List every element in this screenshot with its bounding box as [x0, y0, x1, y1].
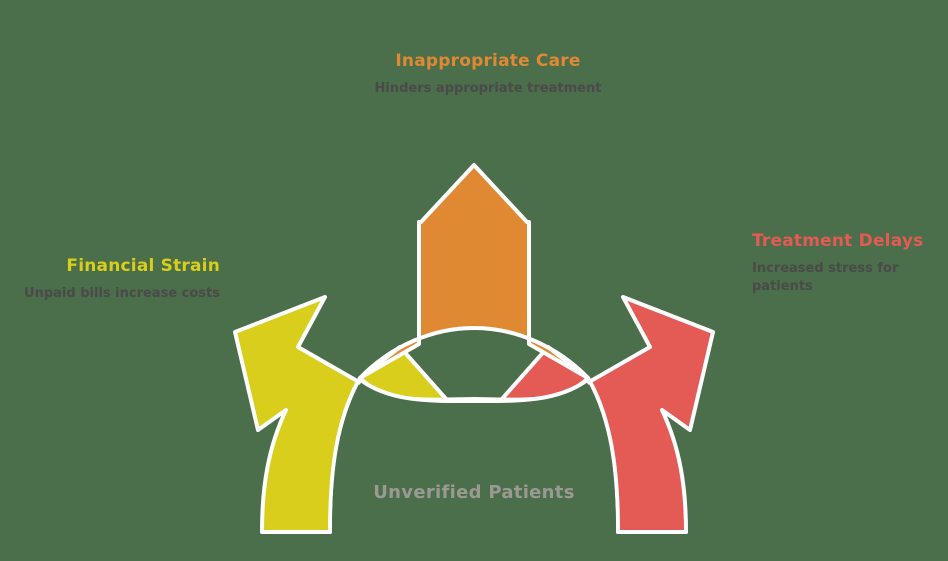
inappropriate-care-arrow-body — [358, 163, 590, 380]
branch-title-inappropriate-care: Inappropriate Care — [395, 51, 581, 71]
branch-label-treatment-delays[interactable]: Treatment Delays Increased stress for pa… — [752, 230, 948, 296]
arc-segment-separators — [358, 345, 590, 380]
branch-label-inappropriate-care[interactable]: Inappropriate Care Hinders appropriate t… — [352, 50, 624, 98]
core-label: Unverified Patients — [324, 482, 624, 503]
branch-description-treatment-delays: Increased stress for patients — [752, 260, 899, 294]
branch-label-financial-strain[interactable]: Financial Strain Unpaid bills increase c… — [10, 255, 220, 303]
branch-title-treatment-delays: Treatment Delays — [752, 231, 924, 251]
arc-inner-cutout — [332, 381, 616, 534]
branch-description-financial-strain: Unpaid bills increase costs — [24, 285, 220, 301]
arc-inner-rim — [360, 379, 588, 404]
core-label-text: Unverified Patients — [373, 482, 575, 503]
branch-description-inappropriate-care: Hinders appropriate treatment — [374, 80, 602, 96]
branch-title-financial-strain: Financial Strain — [66, 256, 220, 276]
